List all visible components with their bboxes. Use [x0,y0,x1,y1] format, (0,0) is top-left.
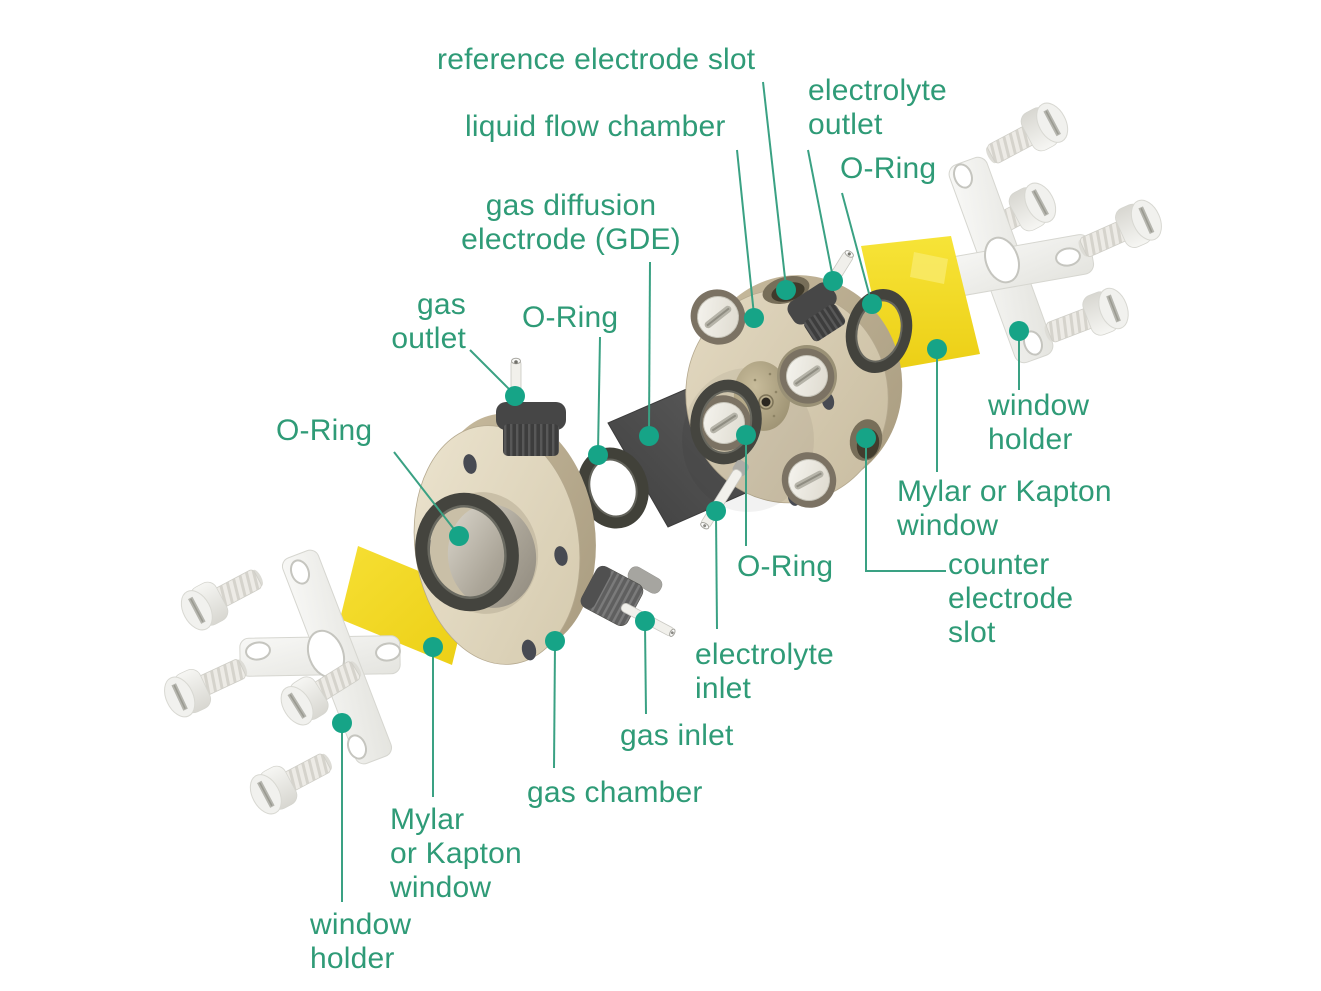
gas-outlet-fitting [496,357,566,456]
label-window-holder-right: window holder [988,389,1090,456]
label-mylar-window-left: Mylar or Kapton window [390,803,522,904]
label-gas-chamber: gas chamber [527,776,703,809]
leader-lines [341,81,1020,902]
label-gas-inlet: gas inlet [620,719,734,752]
label-o-ring-upper-right: O-Ring [840,152,937,185]
label-o-ring-left: O-Ring [276,414,373,447]
mylar-window-left [340,546,470,665]
callout-dots [332,271,1029,733]
window-holder-plate-left [239,549,401,765]
label-reference-electrode-slot: reference electrode slot [437,43,756,76]
label-counter-electrode-slot: counter electrode slot [948,548,1074,649]
label-electrolyte-inlet: electrolyte inlet [695,638,834,705]
label-window-holder-left: window holder [310,908,412,975]
label-gas-outlet: gas outlet [391,288,466,355]
label-o-ring-middle: O-Ring [522,301,619,334]
label-liquid-flow-chamber: liquid flow chamber [465,110,726,143]
face-o-ring [415,492,519,612]
label-electrolyte-outlet: electrolyte outlet [808,74,947,141]
label-gas-diffusion-electrode: gas diffusion electrode (GDE) [461,189,681,256]
gas-chamber-body [413,357,676,665]
machine-screws-left [159,558,370,819]
label-o-ring-lower-center: O-Ring [737,550,834,583]
label-mylar-window-right: Mylar or Kapton window [897,475,1112,542]
free-o-ring-upper-right [845,289,913,373]
